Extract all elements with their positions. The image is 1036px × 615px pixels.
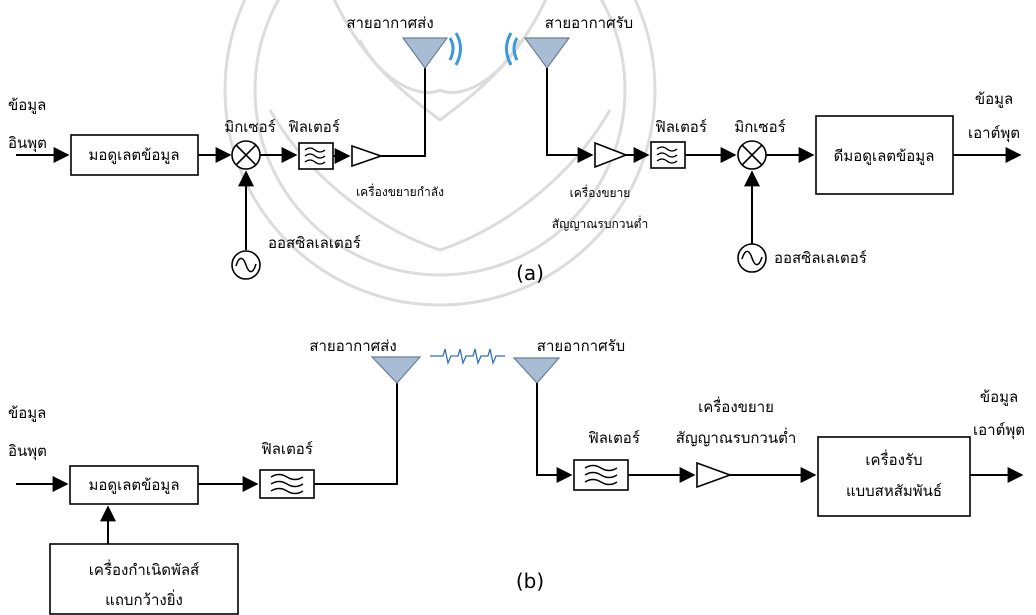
b-pulse-gen-label-2: แถบกว้างยิ่ง [105, 589, 183, 609]
a-tx-antenna-label: สายอากาศส่ง [346, 14, 433, 32]
b-receiver-label-2: แบบสหสัมพันธ์ [846, 482, 942, 500]
b-lna-icon [696, 461, 733, 489]
b-filter-rx-label: ฟิลเตอร์ [588, 429, 640, 447]
a-power-amp-icon [351, 144, 384, 168]
b-input-label-2: อินพุต [8, 442, 47, 461]
a-lna-label-1: เครื่องขยาย [570, 184, 631, 200]
a-rx-antenna-label: สายอากาศรับ [545, 14, 633, 32]
a-demodulator-label: ดีมอดูเลตข้อมูล [834, 147, 935, 165]
b-modulator-block [69, 465, 199, 505]
a-filter-rx-icon [650, 141, 686, 169]
b-output-label-1: ข้อมูล [980, 388, 1018, 406]
b-input-label-1: ข้อมูล [8, 404, 46, 422]
a-mixer-rx-label: มิกเซอร์ [734, 118, 785, 136]
b-filter-rx-icon [573, 459, 629, 491]
b-pulse-gen-label-1: เครื่องกำเนิดพัลส์ [89, 559, 199, 579]
a-mixer-tx-label: มิกเซอร์ [224, 118, 275, 136]
a-modulator-label: มอดูเลตข้อมูล [88, 146, 179, 164]
a-wire-amp-antenna [381, 68, 426, 157]
a-wire-antenna-lna [546, 68, 594, 163]
a-oscillator-rx-icon [737, 243, 767, 273]
a-lna-label-2: สัญญาณรบกวนต่ำ [552, 215, 648, 231]
a-oscillator-tx-label: ออสซิลเลเตอร์ [268, 234, 361, 252]
a-filter-rx-label: ฟิลเตอร์ [655, 118, 707, 136]
a-modulator-block [70, 134, 199, 176]
a-lna-icon [594, 141, 629, 169]
a-filter-tx-icon [298, 142, 334, 170]
b-pulse-gen-block [49, 543, 239, 615]
a-mixer-rx-icon [737, 140, 767, 170]
a-input-label-2: อินพุต [8, 134, 47, 153]
a-oscillator-rx-label: ออสซิลเลเตอร์ [774, 249, 867, 267]
a-mixer-tx-icon [231, 140, 261, 170]
b-receiver-block [817, 436, 971, 517]
a-caption: (a) [516, 261, 544, 285]
a-rx-antenna-icon [523, 37, 571, 70]
panel-b: ข้อมูล อินพุต มอดูเลตข้อมูล เครื่องกำเนิ… [8, 337, 1025, 615]
b-lna-label-2: สัญญาณรบกวนต่ำ [676, 427, 797, 447]
b-modulator-label: มอดูเลตข้อมูล [88, 476, 179, 494]
a-filter-tx-label: ฟิลเตอร์ [288, 118, 340, 136]
a-output-label-2: เอาต์พุต [968, 124, 1020, 143]
a-tx-antenna-icon [401, 37, 449, 70]
b-tx-antenna-icon [370, 356, 422, 384]
a-power-amp-label: เครื่องขยายกำลัง [356, 183, 444, 199]
b-filter-tx-icon [259, 469, 315, 499]
b-receiver-label-1: เครื่องรับ [865, 449, 922, 469]
a-output-label-1: ข้อมูล [975, 90, 1013, 108]
b-caption: (b) [516, 569, 544, 593]
b-rx-antenna-icon [512, 357, 561, 384]
b-wire-antenna-filter [536, 383, 573, 483]
panel-a: ข้อมูล อินพุต มอดูเลตข้อมูล มิกเซอร์ ออส… [8, 14, 1022, 285]
a-oscillator-tx-icon [231, 250, 261, 280]
b-filter-tx-label: ฟิลเตอร์ [261, 440, 313, 458]
b-rx-antenna-label: สายอากาศรับ [537, 337, 625, 355]
a-rx-wave-icon [505, 32, 519, 66]
b-tx-antenna-label: สายอากาศส่ง [309, 337, 396, 355]
a-demodulator-block [815, 115, 954, 195]
b-output-label-2: เอาต์พุต [973, 421, 1025, 440]
b-lna-label-1: เครื่องขยาย [698, 396, 774, 416]
a-tx-wave-icon [448, 32, 462, 66]
a-input-label-1: ข้อมูล [8, 96, 46, 114]
b-pulse-train-icon [430, 348, 505, 366]
b-wire-filter-antenna [314, 383, 398, 485]
